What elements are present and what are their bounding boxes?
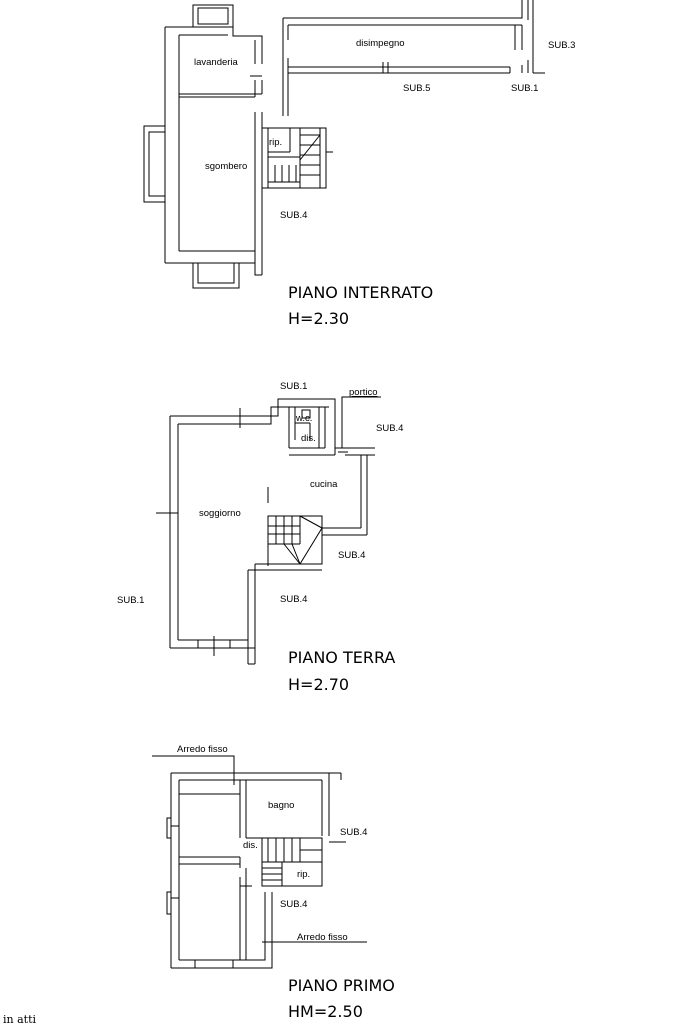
sub4-right-label-primo: SUB.4 [340,827,367,838]
arredo-fisso-top-label: Arredo fisso [177,744,228,755]
floor-title-interrato: PIANO INTERRATO [288,283,433,302]
sub3-label: SUB.3 [548,40,575,51]
sub4-stair-label: SUB.4 [338,550,365,561]
footer-fragment: in atti [3,1013,36,1024]
room-lavanderia-label: lavanderia [194,57,239,68]
sub1-label: SUB.1 [511,83,538,94]
sub4-bottom-label-primo: SUB.4 [280,899,307,910]
room-dis-label: dis. [301,433,316,444]
sub1-left-label: SUB.1 [117,595,144,606]
floor-title-primo: PIANO PRIMO [288,976,395,995]
floor-height-interrato: H=2.30 [288,309,349,328]
room-soggiorno-label: soggiorno [199,508,241,519]
room-sgombero-label: sgombero [205,161,247,172]
floor-height-terra: H=2.70 [288,675,349,694]
room-dis-label-primo: dis. [243,840,258,851]
room-rip-label-primo: rip. [297,869,310,880]
floor-primo [152,755,367,969]
arredo-fisso-bottom-label: Arredo fisso [297,932,348,943]
floor-terra [156,396,381,665]
room-portico-label: portico [349,387,378,398]
floor-interrato [143,0,545,289]
sub4-bottom-label: SUB.4 [280,594,307,605]
room-disimpegno-label: disimpegno [356,38,405,49]
room-cucina-label: cucina [310,479,338,490]
sub4-right-label: SUB.4 [376,423,403,434]
floor-title-terra: PIANO TERRA [288,648,395,667]
room-rip-label: rip. [269,137,282,148]
sub1-top-label: SUB.1 [280,381,307,392]
sub4-label: SUB.4 [280,210,307,221]
room-wc-label: w.c. [295,413,312,424]
floor-height-primo: HM=2.50 [288,1002,363,1021]
room-bagno-label: bagno [268,800,294,811]
sub5-label: SUB.5 [403,83,430,94]
